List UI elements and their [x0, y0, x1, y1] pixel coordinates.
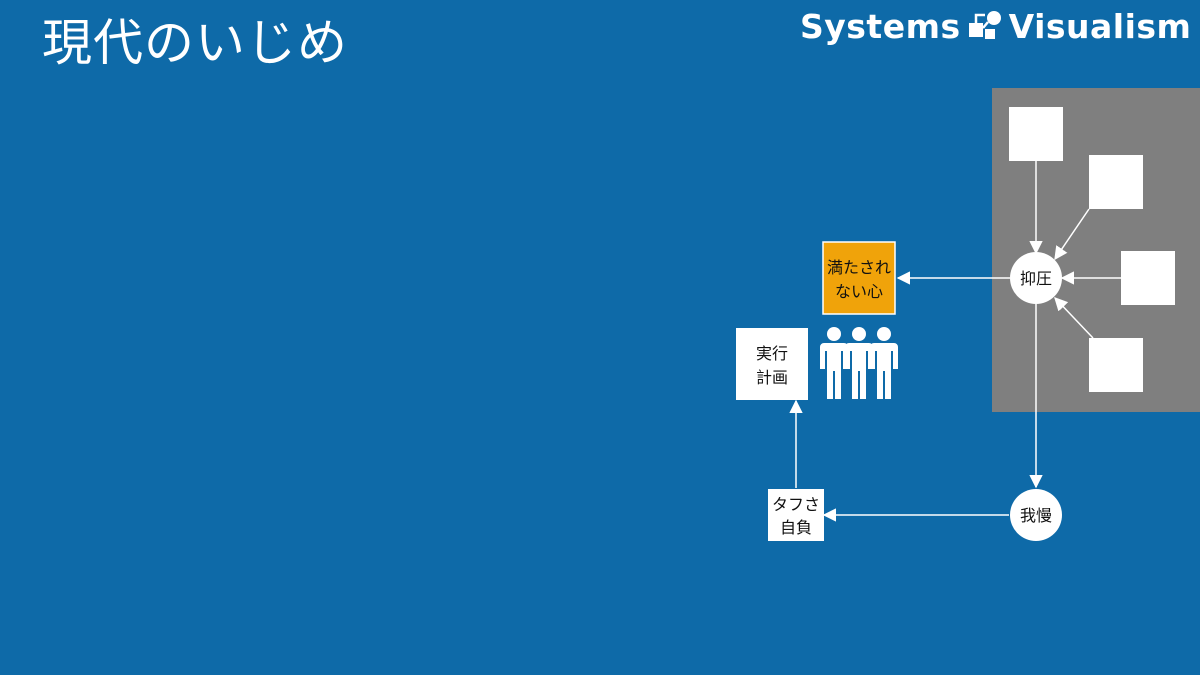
blank-box-right — [1121, 251, 1175, 305]
arrow-lower-right-box-to-suppression — [1054, 297, 1094, 339]
brand-logo: Systems Visualism — [800, 6, 1191, 46]
node-suppression: 抑圧 — [1010, 252, 1062, 304]
node-toughness-pride: タフさ 自負 — [768, 489, 824, 541]
node-endurance: 我慢 — [1010, 489, 1062, 541]
arrow-upper-right-box-to-suppression — [1054, 208, 1090, 261]
node-toughness-pride-line2: 自負 — [780, 518, 812, 537]
node-execution-plan-line1: 実行 — [756, 344, 788, 363]
node-endurance-label: 我慢 — [1020, 506, 1052, 525]
node-suppression-label: 抑圧 — [1020, 269, 1052, 288]
node-unfulfilled-heart-line2: ない心 — [835, 282, 883, 301]
node-execution-plan-line2: 計画 — [756, 368, 788, 387]
slide-title: 現代のいじめ — [42, 14, 348, 72]
brand-word-left: Systems — [800, 6, 961, 46]
blank-box-lower-right — [1089, 338, 1143, 392]
node-unfulfilled-heart-line1: 満たされ — [827, 258, 891, 277]
blank-box-upper-right — [1089, 155, 1143, 209]
node-execution-plan: 実行 計画 — [736, 328, 808, 400]
node-toughness-pride-line1: タフさ — [772, 495, 820, 514]
node-unfulfilled-heart: 満たされ ない心 — [822, 241, 896, 315]
blank-box-top — [1009, 107, 1063, 161]
brand-word-right: Visualism — [1008, 6, 1192, 46]
group-of-people-icon — [820, 327, 898, 399]
systems-visualism-logo-icon — [967, 9, 1003, 43]
